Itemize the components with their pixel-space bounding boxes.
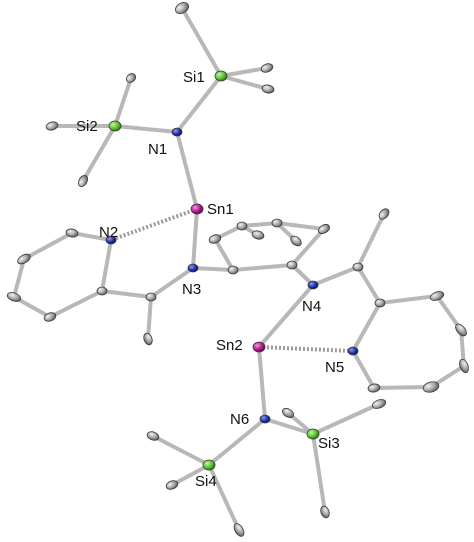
atom-n6 (259, 414, 271, 424)
contact-sn1-n2 (110, 207, 198, 242)
bond (100, 238, 113, 293)
bond (81, 124, 117, 183)
bond (257, 345, 267, 421)
label-sn1: Sn1 (207, 201, 234, 218)
bond (311, 402, 381, 436)
atom-labels: Si1 Si2 N1 Sn1 N2 N3 N4 Sn2 N5 N6 Si3 Si… (76, 69, 344, 490)
label-sn2: Sn2 (216, 337, 243, 354)
bond (113, 124, 179, 134)
atom-n4 (307, 280, 319, 290)
bond (149, 266, 195, 299)
bond (219, 74, 270, 91)
atom-sn2 (252, 341, 266, 353)
bond (311, 265, 360, 287)
dative-contacts (110, 207, 354, 353)
atom-n1 (171, 127, 183, 137)
atom-si1 (214, 70, 228, 82)
label-n3: N3 (182, 281, 201, 298)
bond (22, 231, 74, 261)
label-n2: N2 (99, 224, 118, 241)
atom-sn1 (190, 203, 204, 215)
carbon-atoms (6, 2, 469, 537)
label-si2: Si2 (76, 118, 98, 135)
atom-n3 (187, 263, 199, 273)
bond (213, 237, 235, 272)
bond (191, 266, 235, 272)
label-si3: Si3 (318, 435, 340, 452)
bond (231, 263, 294, 272)
contact-sn2-n5 (258, 345, 354, 353)
label-n5: N5 (325, 359, 344, 376)
bond (151, 434, 211, 467)
label-si4: Si4 (195, 473, 217, 490)
label-n6: N6 (230, 411, 249, 428)
bond (263, 417, 315, 436)
bond (372, 385, 433, 390)
atoms (6, 2, 469, 537)
atom-n5 (347, 346, 359, 356)
bond (275, 221, 326, 231)
bond (170, 463, 211, 487)
bond (175, 130, 199, 211)
atom-n2 (105, 235, 117, 245)
bond (113, 76, 133, 128)
bond (311, 432, 327, 514)
bond (257, 283, 315, 349)
bond (290, 227, 326, 267)
bond (351, 301, 382, 353)
bond (70, 231, 113, 242)
atom-si3 (306, 428, 320, 440)
bond (351, 349, 376, 390)
bond (356, 212, 386, 269)
atom-si4 (202, 459, 216, 471)
bond (48, 289, 104, 319)
atom-si2 (108, 120, 122, 132)
bond (191, 207, 199, 270)
bond (207, 417, 267, 467)
label-n4: N4 (302, 298, 321, 315)
label-si1: Si1 (183, 69, 205, 86)
bond (378, 294, 439, 305)
bond (175, 74, 223, 134)
label-n1: N1 (148, 141, 167, 158)
bond (100, 289, 153, 299)
bond (207, 463, 241, 532)
bond (219, 66, 269, 78)
bond (146, 295, 153, 341)
bond (356, 265, 382, 305)
bonds (12, 6, 466, 532)
bond (12, 257, 26, 299)
bond (180, 6, 223, 78)
bond (240, 221, 279, 228)
